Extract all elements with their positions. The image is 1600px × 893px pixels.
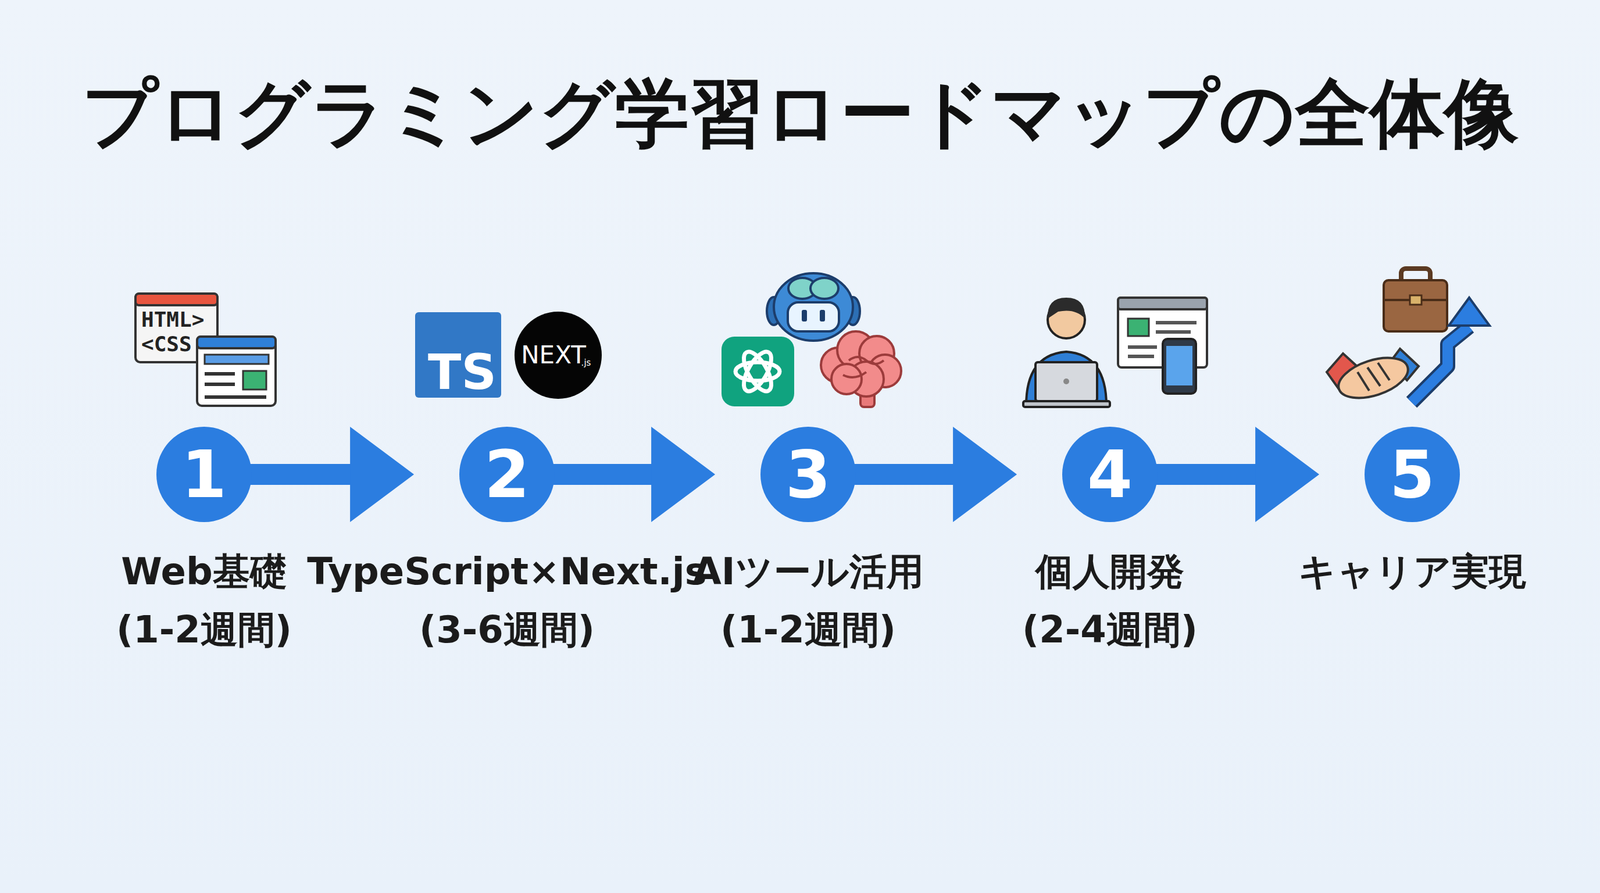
career-icon	[1326, 268, 1490, 406]
robot-head	[773, 273, 853, 341]
developer-icon	[1023, 297, 1207, 407]
step-label: (1-2週間)	[116, 607, 292, 653]
chat-logo-ring	[735, 362, 780, 381]
html-css-icon	[135, 293, 276, 406]
icon-label: .js	[581, 358, 592, 369]
step-number: 3	[760, 426, 856, 523]
chat-logo-ring	[738, 347, 777, 396]
step-label: AIツール活用	[692, 549, 924, 595]
step-circle: 3AIツール活用(1-2週間)	[760, 426, 856, 523]
step-number: 5	[1364, 426, 1460, 523]
step-label: 個人開発	[1035, 549, 1185, 595]
phone-body	[1162, 338, 1196, 394]
text-line	[204, 382, 235, 387]
text-line	[1155, 320, 1197, 325]
growth-arrow-outline	[1411, 326, 1470, 403]
arrow-shaft	[553, 463, 653, 485]
arrow-head	[952, 426, 1017, 523]
step-label: TypeScript×Next.js	[306, 549, 707, 595]
next-logo	[514, 311, 602, 399]
robot-face	[787, 302, 839, 332]
flow-arrow	[250, 426, 414, 523]
window-banner	[204, 354, 269, 364]
icon-label: HTML>	[141, 308, 205, 332]
step-circle: 4個人開発(2-4週間)	[1062, 426, 1158, 523]
step-circle: 5キャリア実現	[1364, 426, 1460, 523]
phone-screen	[1166, 345, 1193, 386]
robot-eye	[819, 309, 825, 322]
arrow-shaft	[854, 463, 955, 485]
chat-logo-ring	[738, 347, 777, 396]
icon-label: TS	[427, 345, 497, 399]
flow-arrow	[1156, 426, 1320, 523]
step-label: キャリア実現	[1298, 549, 1527, 595]
step-number: 1	[156, 426, 252, 523]
step-circle: 1Web基礎(1-2週間)	[156, 426, 252, 523]
flow-arrow	[854, 426, 1017, 523]
robot-eye	[801, 309, 807, 322]
arrow-shaft	[250, 463, 352, 485]
step-label: (2-4週間)	[1022, 607, 1198, 653]
text-line	[1155, 330, 1191, 334]
icon-label: <CSS	[141, 332, 192, 356]
brain-fold	[843, 356, 884, 378]
step-circle: 2TypeScript×Next.js(3-6週間)	[459, 426, 555, 523]
brain-lobe	[831, 363, 862, 395]
image-block	[243, 370, 267, 390]
window-bar	[197, 336, 276, 349]
briefcase-body	[1383, 280, 1448, 332]
arrow-head	[350, 426, 414, 523]
ts-next-icons	[415, 311, 602, 399]
text-line	[1127, 354, 1155, 359]
text-line	[1127, 345, 1157, 349]
window-bar	[135, 293, 218, 306]
finger-lines	[1357, 362, 1390, 391]
person-body	[1026, 351, 1107, 406]
text-line	[204, 395, 267, 399]
laptop-base	[1023, 401, 1110, 407]
diagram-title: プログラミング学習ロードマップの全体像	[0, 68, 1600, 159]
browser-bar	[1118, 297, 1207, 310]
text-line	[204, 372, 235, 376]
robot-goggle	[810, 277, 839, 299]
arrow-head	[651, 426, 716, 523]
arrow-shaft	[1156, 463, 1257, 485]
chat-logo-tile	[721, 336, 795, 407]
growth-arrow-head	[1448, 297, 1490, 326]
image-block	[1127, 318, 1149, 337]
step-label: (1-2週間)	[720, 607, 896, 653]
laptop-logo	[1063, 378, 1070, 385]
flow-arrow	[553, 426, 716, 523]
laptop-lid	[1035, 362, 1098, 402]
icon-label: NEXT	[520, 341, 587, 369]
step-number: 4	[1062, 426, 1158, 523]
step-label: Web基礎	[120, 549, 288, 595]
step-number: 2	[459, 426, 555, 523]
arrow-head	[1255, 426, 1320, 523]
window-frame	[197, 336, 276, 406]
ai-tool-icons	[721, 273, 902, 407]
growth-arrow	[1411, 326, 1470, 403]
step-label: (3-6週間)	[419, 607, 595, 653]
hands	[1333, 350, 1413, 406]
person-hair	[1047, 297, 1085, 319]
briefcase-clasp	[1409, 295, 1422, 305]
